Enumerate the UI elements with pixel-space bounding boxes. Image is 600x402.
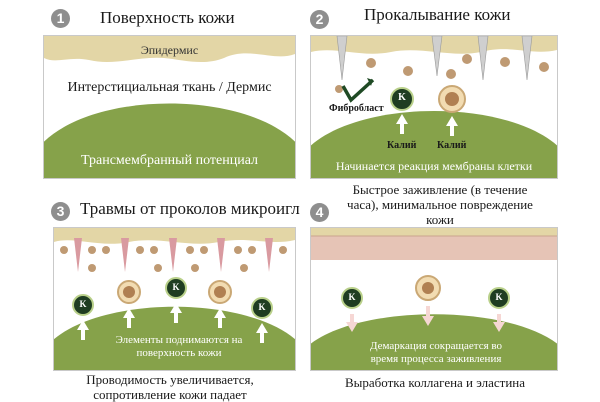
potassium-cell-icon <box>72 277 273 319</box>
epidermis-layer <box>44 36 295 63</box>
step-title: Прокалывание кожи <box>364 5 511 24</box>
vessel-dots <box>335 54 549 93</box>
step-caption: Проводимость увеличивается, сопротивлени… <box>86 372 254 402</box>
skin-surface-panel: Эпидермис Интерстициальная ткань / Дерми… <box>43 35 296 179</box>
fibroblast-label: Фибробласт <box>329 103 384 114</box>
needle-icon <box>336 36 533 81</box>
potassium-label: Калий <box>437 140 467 151</box>
potassium-label: Калий <box>387 140 417 151</box>
wound-channel <box>74 238 273 272</box>
healing-layer <box>311 236 557 260</box>
step-caption: Выработка коллагена и эластина <box>344 375 526 390</box>
step-title: Травмы от проколов микроигл <box>80 199 300 218</box>
dermis-dome <box>311 111 557 178</box>
healing-panel: K K Демаркация сокращается во время проц… <box>310 227 558 371</box>
step-title: Поверхность кожи <box>100 8 235 27</box>
vessel-dots <box>60 246 287 272</box>
step-number-badge: 4 <box>310 203 329 222</box>
micro-injury-panel: K K K Элементы поднимаются на поверхност… <box>53 227 296 371</box>
membrane-reaction-label: Начинается реакция мембраны клетки <box>335 159 533 173</box>
needling-panel: K Фибробласт Калий Калий Начинается реак… <box>310 35 558 179</box>
dermis-dome <box>54 306 295 370</box>
ion-symbol: K <box>348 292 356 302</box>
ion-symbol: K <box>258 302 266 312</box>
up-arrow-icon <box>77 303 268 343</box>
dermis-dome <box>311 314 557 370</box>
down-arrow-icon <box>346 306 505 332</box>
ion-symbol: K <box>398 92 406 103</box>
cell-bubble-icon <box>438 85 466 113</box>
up-arrow-icon <box>396 114 458 136</box>
demarcation-label: Демаркация сокращается во время процесса… <box>369 340 503 365</box>
cell-bubble-icon <box>117 280 232 304</box>
step-number-badge: 1 <box>51 9 70 28</box>
potassium-cell-icon <box>341 287 510 309</box>
dermis-dome <box>44 103 295 178</box>
step-number-badge: 3 <box>51 202 70 221</box>
ion-symbol: K <box>79 299 87 309</box>
elements-rise-label: Элементы поднимаются на поверхность кожи <box>115 334 243 359</box>
membrane-potential-label: Трансмембранный потенциал <box>80 153 259 168</box>
step-number-badge: 2 <box>310 10 329 29</box>
fibroblast-arrow-icon <box>341 78 375 103</box>
potassium-cell-icon <box>390 87 414 111</box>
step-caption: Быстрое заживление (в течение часа), мин… <box>347 182 533 227</box>
epidermis-label: Эпидермис <box>140 43 199 57</box>
dermis-label: Интерстициальная ткань / Дермис <box>67 80 272 95</box>
ion-symbol: K <box>172 282 180 292</box>
ion-symbol: K <box>495 292 503 302</box>
cell-bubble-icon <box>415 275 441 301</box>
